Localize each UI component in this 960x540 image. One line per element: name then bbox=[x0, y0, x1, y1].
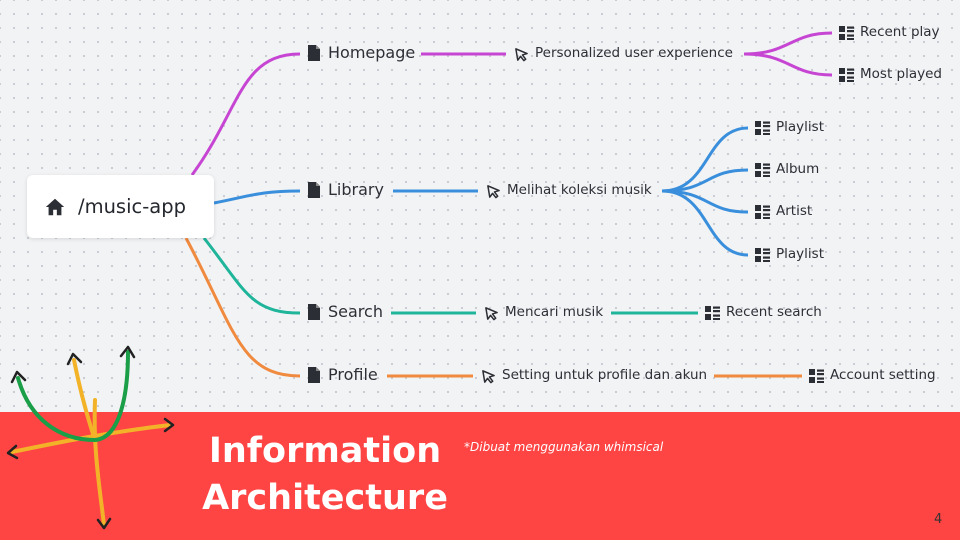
board-icon bbox=[704, 305, 720, 321]
slide-title: Information Architecture bbox=[200, 428, 450, 522]
mindmap-edges bbox=[184, 31, 833, 378]
mindmap-canvas: /music-app Homepage Library Search Profi… bbox=[0, 0, 960, 412]
edge-root-homepage bbox=[190, 52, 301, 176]
cursor-icon bbox=[513, 46, 529, 62]
node-profile-label: Profile bbox=[328, 365, 378, 384]
leaf-most-played[interactable]: Most played bbox=[838, 67, 942, 83]
feature-homepage-label: Personalized user experience bbox=[535, 45, 733, 62]
arrows-doodle-icon bbox=[6, 345, 175, 530]
root-label: /music-app bbox=[78, 195, 186, 218]
edge-homepage-recent bbox=[743, 31, 833, 56]
footer-banner bbox=[0, 412, 960, 540]
leaf-artist-label: Artist bbox=[776, 203, 813, 220]
edge-library-playlist1 bbox=[661, 126, 749, 193]
document-icon bbox=[306, 45, 322, 61]
leaf-playlist-2[interactable]: Playlist bbox=[754, 247, 824, 263]
feature-search-label: Mencari musik bbox=[505, 304, 604, 321]
leaf-album-label: Album bbox=[776, 161, 820, 178]
page-number: 4 bbox=[934, 512, 943, 527]
document-icon bbox=[306, 367, 322, 383]
node-search-label: Search bbox=[328, 302, 383, 321]
node-homepage-label: Homepage bbox=[328, 43, 416, 62]
board-icon bbox=[754, 247, 770, 263]
leaf-recent-search-label: Recent search bbox=[726, 304, 822, 321]
leaf-playlist-1[interactable]: Playlist bbox=[754, 120, 824, 136]
board-icon bbox=[754, 120, 770, 136]
leaf-playlist-2-label: Playlist bbox=[776, 246, 824, 263]
node-library[interactable]: Library bbox=[306, 182, 384, 198]
document-icon bbox=[306, 304, 322, 320]
root-node[interactable]: /music-app bbox=[27, 175, 214, 238]
node-homepage-feature[interactable]: Personalized user experience bbox=[513, 46, 733, 62]
feature-profile-label: Setting untuk profile dan akun bbox=[502, 367, 708, 384]
edge-root-profile bbox=[184, 237, 301, 378]
leaf-album[interactable]: Album bbox=[754, 162, 819, 178]
slide-title-line-2: Architecture bbox=[202, 478, 448, 518]
node-profile[interactable]: Profile bbox=[306, 367, 378, 383]
leaf-recent-play[interactable]: Recent play bbox=[838, 25, 940, 41]
document-icon bbox=[306, 182, 322, 198]
leaf-recent-search[interactable]: Recent search bbox=[704, 305, 822, 321]
footnote: *Dibuat menggunakan whimsical bbox=[464, 440, 664, 454]
board-icon bbox=[754, 204, 770, 220]
edge-library-playlist2 bbox=[661, 189, 749, 257]
node-search[interactable]: Search bbox=[306, 304, 383, 320]
leaf-artist[interactable]: Artist bbox=[754, 204, 812, 220]
node-homepage[interactable]: Homepage bbox=[306, 45, 415, 61]
node-search-feature[interactable]: Mencari musik bbox=[483, 305, 603, 321]
feature-library-label: Melihat koleksi musik bbox=[507, 182, 652, 199]
cursor-icon bbox=[480, 368, 496, 384]
board-icon bbox=[838, 67, 854, 83]
board-icon bbox=[808, 368, 824, 384]
board-icon bbox=[754, 162, 770, 178]
leaf-account-setting-label: Account setting bbox=[830, 367, 936, 384]
leaf-playlist-1-label: Playlist bbox=[776, 119, 824, 136]
leaf-most-played-label: Most played bbox=[860, 66, 942, 83]
edge-root-library bbox=[213, 189, 301, 205]
leaf-recent-play-label: Recent play bbox=[860, 24, 940, 41]
board-icon bbox=[838, 25, 854, 41]
edge-homepage-most bbox=[743, 52, 833, 77]
node-library-label: Library bbox=[328, 180, 384, 199]
home-icon bbox=[44, 196, 66, 218]
node-profile-feature[interactable]: Setting untuk profile dan akun bbox=[480, 368, 707, 384]
cursor-icon bbox=[485, 183, 501, 199]
cursor-icon bbox=[483, 305, 499, 321]
edge-root-search bbox=[202, 237, 301, 315]
leaf-account-setting[interactable]: Account setting bbox=[808, 368, 936, 384]
node-library-feature[interactable]: Melihat koleksi musik bbox=[485, 183, 652, 199]
slide-title-line-1: Information bbox=[208, 431, 442, 471]
